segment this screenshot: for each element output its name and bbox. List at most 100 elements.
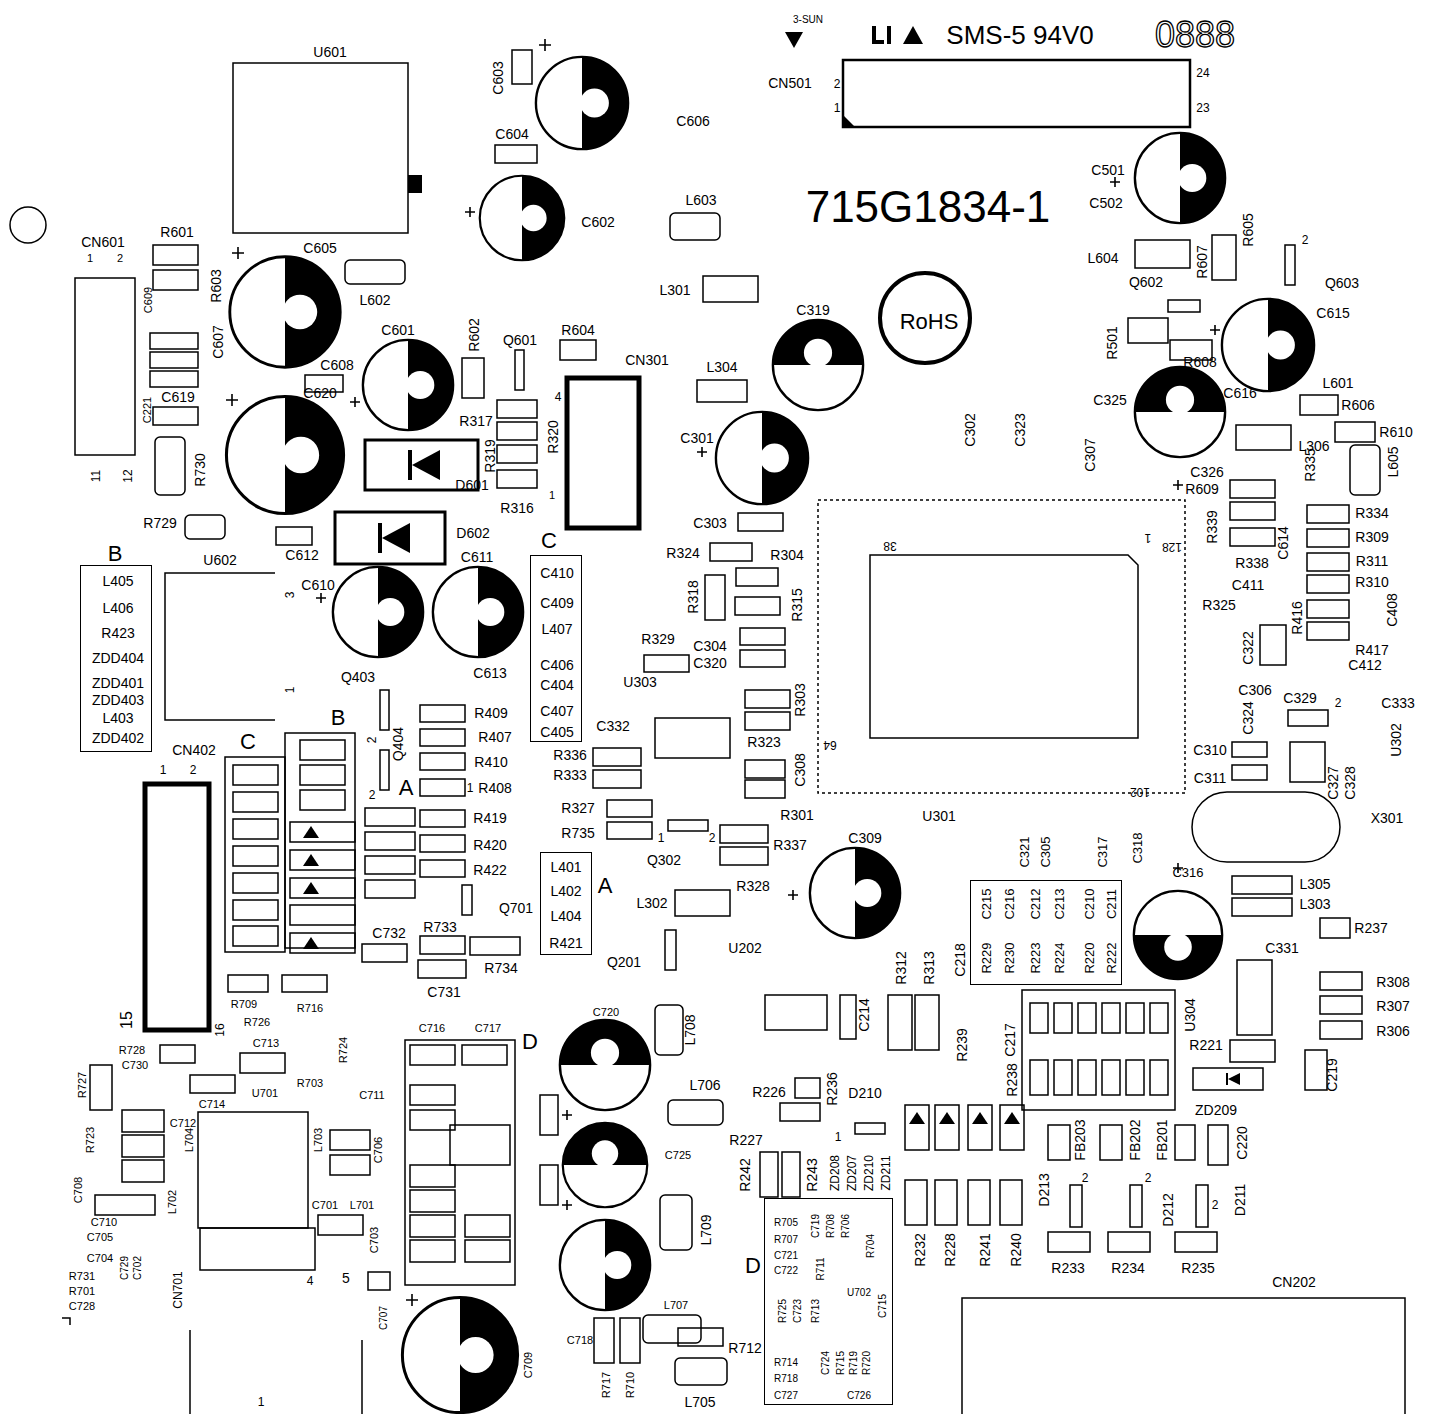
component-outline bbox=[668, 1100, 723, 1125]
silkscreen-label: C221 bbox=[142, 397, 153, 423]
silkscreen-label: 2 bbox=[190, 764, 197, 776]
silkscreen-label: R327 bbox=[561, 801, 594, 815]
silkscreen-label: 1 bbox=[284, 687, 296, 694]
silkscreen-label: C318 bbox=[1131, 832, 1144, 863]
component-outline bbox=[818, 500, 1185, 793]
silkscreen-label: R416 bbox=[1290, 601, 1304, 634]
marking-symbol bbox=[303, 937, 319, 949]
marking-symbol bbox=[303, 854, 319, 866]
component-outline bbox=[1290, 742, 1325, 782]
component-outline bbox=[362, 944, 407, 962]
silkscreen-label: C614 bbox=[1276, 526, 1290, 559]
part-label: C406 bbox=[540, 658, 573, 672]
part-label: C405 bbox=[540, 725, 573, 739]
silkscreen-label: R234 bbox=[1111, 1261, 1144, 1275]
component-outline bbox=[318, 1215, 363, 1235]
component-outline bbox=[540, 1165, 558, 1205]
part-label: ZDD401 bbox=[92, 676, 144, 690]
component-outline bbox=[1126, 1003, 1144, 1033]
silkscreen-label: 1 bbox=[835, 1131, 842, 1143]
silkscreen-label: C731 bbox=[427, 985, 460, 999]
component-outline bbox=[410, 1110, 455, 1130]
silkscreen-label: R408 bbox=[478, 781, 511, 795]
component-outline bbox=[153, 270, 198, 290]
silkscreen-label: R310 bbox=[1355, 575, 1388, 589]
silkscreen-label: R608 bbox=[1183, 355, 1216, 369]
component-outline bbox=[1048, 1125, 1070, 1160]
part-label: R220 bbox=[1083, 942, 1096, 973]
silkscreen-label: 15 bbox=[119, 1011, 135, 1029]
silkscreen-label: R237 bbox=[1354, 921, 1387, 935]
silkscreen-label: C711 bbox=[359, 1090, 384, 1101]
part-label: C410 bbox=[540, 566, 573, 580]
part-label: U702 bbox=[847, 1288, 871, 1298]
part-label: C212 bbox=[1029, 888, 1042, 919]
component-outline bbox=[740, 628, 785, 645]
component-outline bbox=[497, 422, 537, 440]
component-outline bbox=[1307, 575, 1349, 593]
component-outline bbox=[935, 1180, 957, 1225]
silkscreen-label: 2 bbox=[1212, 1199, 1219, 1211]
silkscreen-label: C714 bbox=[199, 1099, 225, 1110]
silkscreen-label: D bbox=[522, 1031, 538, 1053]
silkscreen-label: R501 bbox=[1105, 326, 1119, 359]
silkscreen-label: R233 bbox=[1051, 1261, 1084, 1275]
component-outline bbox=[736, 568, 778, 586]
component-outline bbox=[420, 810, 465, 827]
silkscreen-label: R232 bbox=[913, 1233, 927, 1266]
electrolytic-capacitor bbox=[1135, 367, 1225, 457]
silkscreen-label: C613 bbox=[473, 666, 506, 680]
component-outline bbox=[198, 1112, 308, 1228]
component-outline bbox=[675, 890, 730, 916]
component-outline bbox=[782, 1152, 800, 1197]
silkscreen-label: C607 bbox=[211, 325, 225, 358]
silkscreen-label: R228 bbox=[943, 1233, 957, 1266]
silkscreen-label: C327 bbox=[1326, 766, 1340, 799]
part-label: C726 bbox=[847, 1391, 871, 1401]
silkscreen-label: R236 bbox=[825, 1072, 839, 1105]
silkscreen-label: C302 bbox=[963, 413, 977, 446]
component-outline bbox=[655, 718, 730, 758]
component-outline bbox=[300, 740, 345, 760]
component-outline bbox=[705, 575, 725, 620]
silkscreen-label: R726 bbox=[244, 1017, 270, 1028]
component-outline bbox=[1232, 765, 1267, 780]
silkscreen-label: R709 bbox=[231, 999, 257, 1010]
component-outline bbox=[410, 1215, 455, 1237]
component-outline bbox=[720, 825, 768, 843]
part-label: R706 bbox=[841, 1214, 851, 1238]
component-outline bbox=[233, 900, 278, 920]
marking-symbol bbox=[382, 523, 410, 553]
component-outline bbox=[240, 1053, 285, 1073]
silkscreen-label: C331 bbox=[1265, 941, 1298, 955]
silkscreen-label: R319 bbox=[483, 439, 497, 472]
silkscreen-label: C220 bbox=[1235, 1126, 1249, 1159]
part-label: R223 bbox=[1029, 942, 1042, 973]
silkscreen-label: U202 bbox=[728, 941, 761, 955]
component-outline bbox=[497, 470, 537, 488]
part-label: R230 bbox=[1003, 942, 1016, 973]
component-outline bbox=[1193, 1068, 1263, 1090]
marking-symbol bbox=[303, 882, 319, 894]
silkscreen-label: R409 bbox=[474, 706, 507, 720]
component-outline bbox=[410, 1085, 455, 1105]
component-outline bbox=[1000, 1180, 1022, 1225]
group-heading: C bbox=[541, 530, 557, 552]
component-outline bbox=[465, 1240, 510, 1262]
silkscreen-label: 102 bbox=[1130, 786, 1150, 798]
silkscreen-label: X301 bbox=[1371, 811, 1404, 825]
component-outline bbox=[233, 873, 278, 893]
component-outline bbox=[780, 1103, 820, 1121]
silkscreen-label: R607 bbox=[1195, 245, 1209, 278]
silkscreen-label: L303 bbox=[1299, 897, 1330, 911]
silkscreen-label: C606 bbox=[676, 114, 709, 128]
component-outline bbox=[335, 512, 445, 564]
component-outline bbox=[420, 860, 465, 877]
silkscreen-label: C612 bbox=[285, 548, 318, 562]
component-outline bbox=[593, 770, 641, 788]
silkscreen-label: C601 bbox=[381, 323, 414, 337]
part-label: L403 bbox=[102, 711, 133, 725]
part-label: L401 bbox=[550, 860, 581, 874]
silkscreen-label: R703 bbox=[297, 1078, 323, 1089]
silkscreen-label: C616 bbox=[1223, 386, 1256, 400]
